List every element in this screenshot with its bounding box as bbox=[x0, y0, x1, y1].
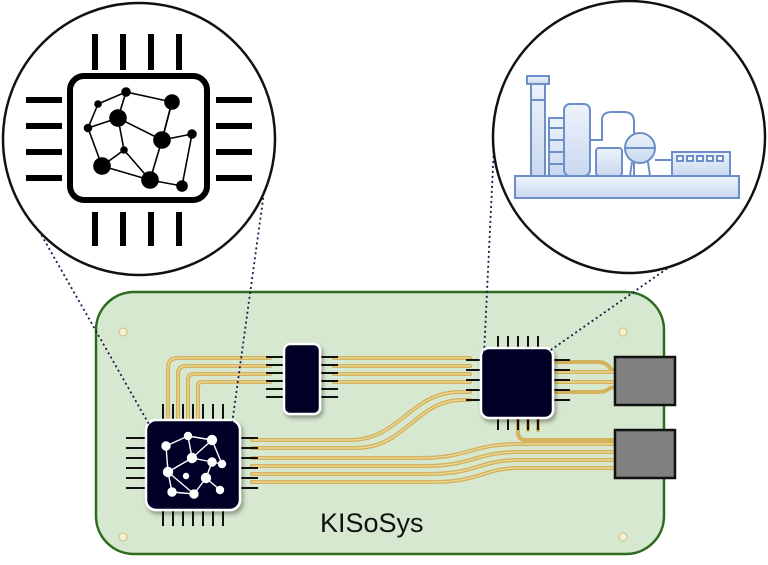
connector-upper bbox=[613, 355, 677, 407]
connector-lower bbox=[613, 428, 677, 480]
mounting-hole bbox=[618, 532, 628, 542]
zoom-lines bbox=[33, 145, 709, 427]
ai-chip bbox=[144, 418, 242, 512]
small-chip-pins bbox=[266, 356, 338, 398]
small-chip bbox=[282, 342, 322, 416]
mounting-hole bbox=[118, 532, 128, 542]
neural-network-chip-icon bbox=[26, 34, 252, 246]
trace bbox=[516, 416, 620, 442]
neural-network-chip-icon bbox=[161, 431, 227, 499]
processor-chip bbox=[479, 346, 555, 420]
mounting-hole bbox=[618, 327, 628, 337]
mounting-hole bbox=[118, 327, 128, 337]
industrial-plant-icon bbox=[514, 75, 740, 199]
trace bbox=[554, 384, 620, 394]
trace bbox=[554, 360, 618, 374]
mounting-holes bbox=[118, 327, 628, 542]
board-label: KISoSys bbox=[320, 508, 424, 538]
traces bbox=[166, 356, 620, 484]
ai-chip-pins bbox=[126, 404, 258, 526]
